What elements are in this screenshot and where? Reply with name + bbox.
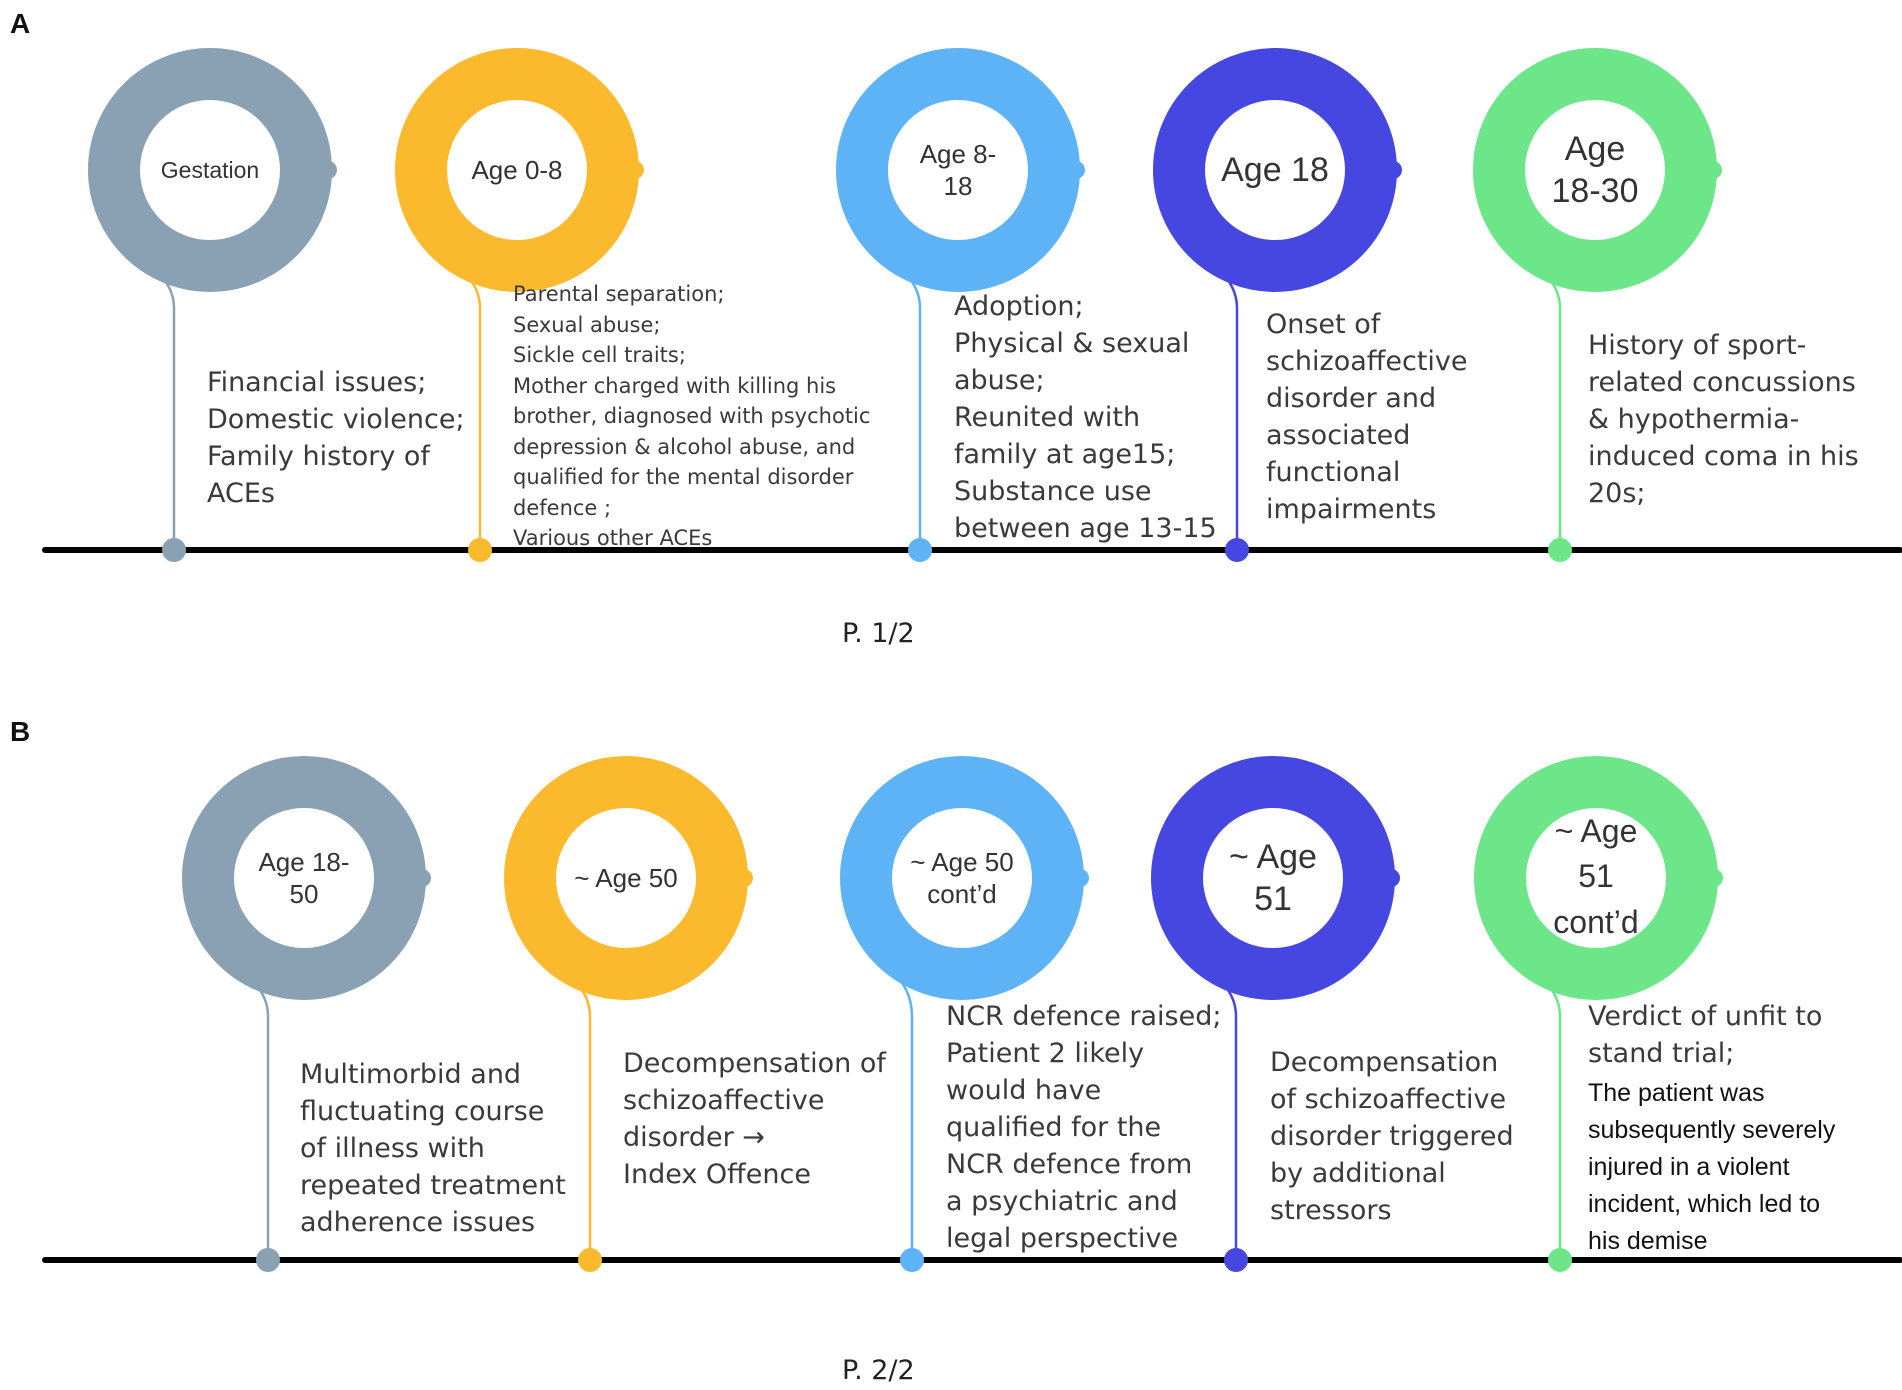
milestone-ring-b3 (840, 756, 1084, 1000)
milestone-a2-label: Age 0-8 (471, 154, 563, 185)
timeline-pin-b3 (900, 1248, 924, 1272)
connector-line-b1 (220, 960, 270, 1260)
milestone-b2-label: ~ Age 50 (574, 862, 678, 893)
event-a1-description: Financial issues; Domestic violence; Fam… (207, 367, 465, 509)
milestone-ring-b4 (1151, 756, 1395, 1000)
connector-line-a1 (126, 252, 176, 550)
event-a3-description: Adoption; Physical & sexual abuse; Reuni… (954, 291, 1217, 544)
event-b5-description-extra: The patient was subsequently severely in… (1588, 1079, 1836, 1255)
timeline-pin-a5 (1548, 538, 1572, 562)
connector-line-b5 (1512, 960, 1562, 1260)
event-a5-description: History of sport- related concussions & … (1588, 330, 1859, 509)
milestone-b4-label: ~ Age 51 (1229, 837, 1317, 919)
milestone-a3-label: Age 8- 18 (919, 138, 997, 202)
milestone-ring-a4 (1153, 48, 1397, 292)
timeline-pin-a4 (1225, 538, 1249, 562)
panel-a-label: A (10, 8, 31, 39)
milestone-ring-b1 (182, 756, 426, 1000)
event-b2-description: Decompensation of schizoaffective disord… (623, 1048, 886, 1190)
milestone-ring-a3 (836, 48, 1080, 292)
milestone-ring-a5 (1473, 48, 1717, 292)
timeline-pin-a2 (468, 538, 492, 562)
milestone-a1-label: Gestation (160, 156, 260, 183)
event-b4-description: Decompensation of schizoaffective disord… (1270, 1047, 1514, 1226)
timeline-pin-a3 (908, 538, 932, 562)
milestone-b1-label: Age 18- 50 (258, 846, 350, 910)
milestone-a5-label: Age 18-30 (1551, 129, 1639, 211)
milestone-ring-b5 (1474, 756, 1718, 1000)
timeline-pin-b1 (256, 1248, 280, 1272)
timeline-pin-b2 (578, 1248, 602, 1272)
milestone-ring-a1 (88, 48, 332, 292)
page-number-b: P. 2/2 (842, 1355, 915, 1386)
milestone-ring-a2 (395, 48, 639, 292)
milestone-b3-label: ~ Age 50 cont’d (910, 846, 1014, 910)
page-number-a: P. 1/2 (842, 618, 915, 649)
event-b5-description: Verdict of unfit to stand trial; (1588, 1001, 1823, 1069)
connector-line-a5 (1511, 252, 1562, 550)
event-a4-description: Onset of schizoaffective disorder and as… (1266, 309, 1468, 525)
panel-b-label: B (10, 716, 31, 747)
event-a2-description: Parental separation; Sexual abuse; Sickl… (513, 282, 871, 550)
milestone-b5-label: ~ Age 51 cont’d (1553, 812, 1639, 940)
connector-line-a3 (874, 252, 922, 550)
timeline-pin-a1 (162, 538, 186, 562)
milestone-a4-label: Age 18 (1221, 150, 1329, 189)
event-b1-description: Multimorbid and fluctuating course of il… (300, 1059, 566, 1238)
event-b3-description: NCR defence raised; Patient 2 likely wou… (946, 1001, 1222, 1254)
timeline-pin-b4 (1224, 1248, 1248, 1272)
milestone-ring-b2 (504, 756, 748, 1000)
timeline-pin-b5 (1548, 1248, 1572, 1272)
